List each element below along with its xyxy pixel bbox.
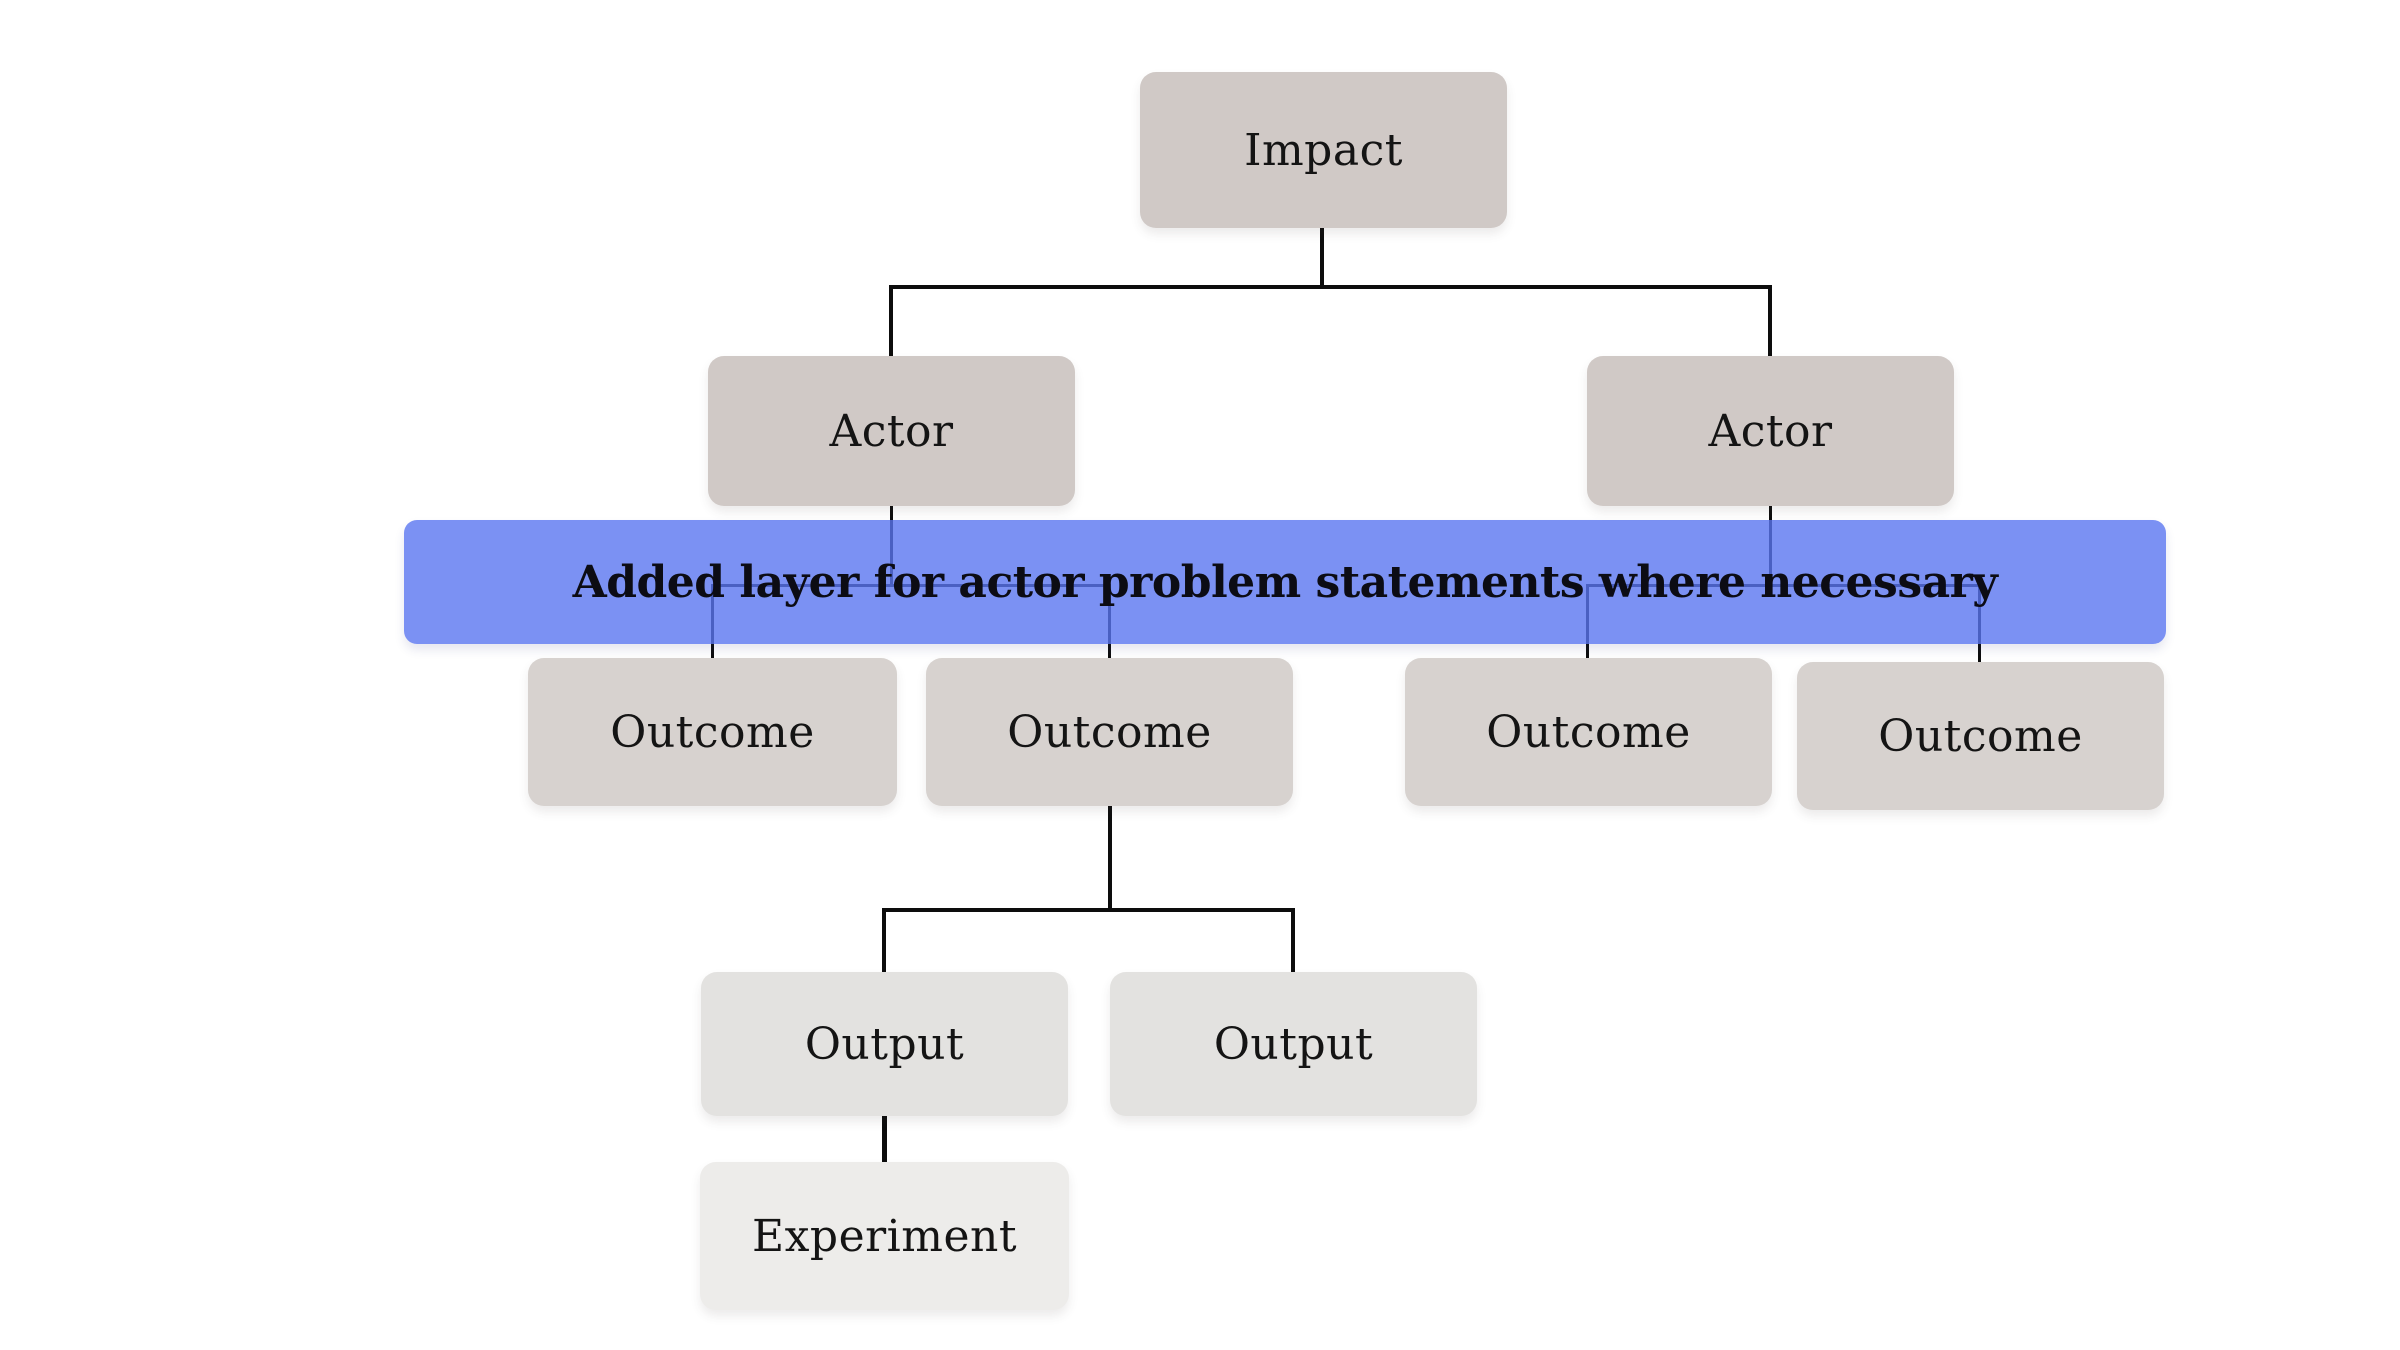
edge-output-crossbar [882,908,1295,912]
edge-output1-drop [882,908,886,972]
node-output-2-label: Output [1213,1018,1374,1070]
node-outcome-2[interactable]: Outcome [926,658,1293,806]
edge-impact-stub [1320,228,1324,287]
edge-outcome2-stub [1108,806,1112,910]
node-output-1-label: Output [804,1018,965,1070]
node-impact-label: Impact [1244,124,1403,176]
edge-experiment-drop [882,1116,887,1162]
node-output-1[interactable]: Output [701,972,1068,1116]
edge-actor-left-drop [889,285,893,356]
node-actor-left[interactable]: Actor [708,356,1075,506]
node-experiment[interactable]: Experiment [700,1162,1069,1310]
node-outcome-1-label: Outcome [610,706,815,758]
node-outcome-3[interactable]: Outcome [1405,658,1772,806]
node-outcome-4[interactable]: Outcome [1797,662,2164,810]
added-layer-banner[interactable]: Added layer for actor problem statements… [404,520,2166,644]
node-output-2[interactable]: Output [1110,972,1477,1116]
node-experiment-label: Experiment [751,1210,1018,1262]
edge-impact-crossbar [889,285,1772,289]
node-impact[interactable]: Impact [1140,72,1507,228]
edge-actor-right-drop [1768,285,1772,356]
node-outcome-4-label: Outcome [1878,710,2083,762]
node-outcome-2-label: Outcome [1007,706,1212,758]
node-actor-left-label: Actor [829,405,954,457]
node-actor-right[interactable]: Actor [1587,356,1954,506]
node-outcome-1[interactable]: Outcome [528,658,897,806]
node-outcome-3-label: Outcome [1486,706,1691,758]
edge-output2-drop [1291,908,1295,972]
node-actor-right-label: Actor [1708,405,1833,457]
banner-label: Added layer for actor problem statements… [572,556,1998,608]
